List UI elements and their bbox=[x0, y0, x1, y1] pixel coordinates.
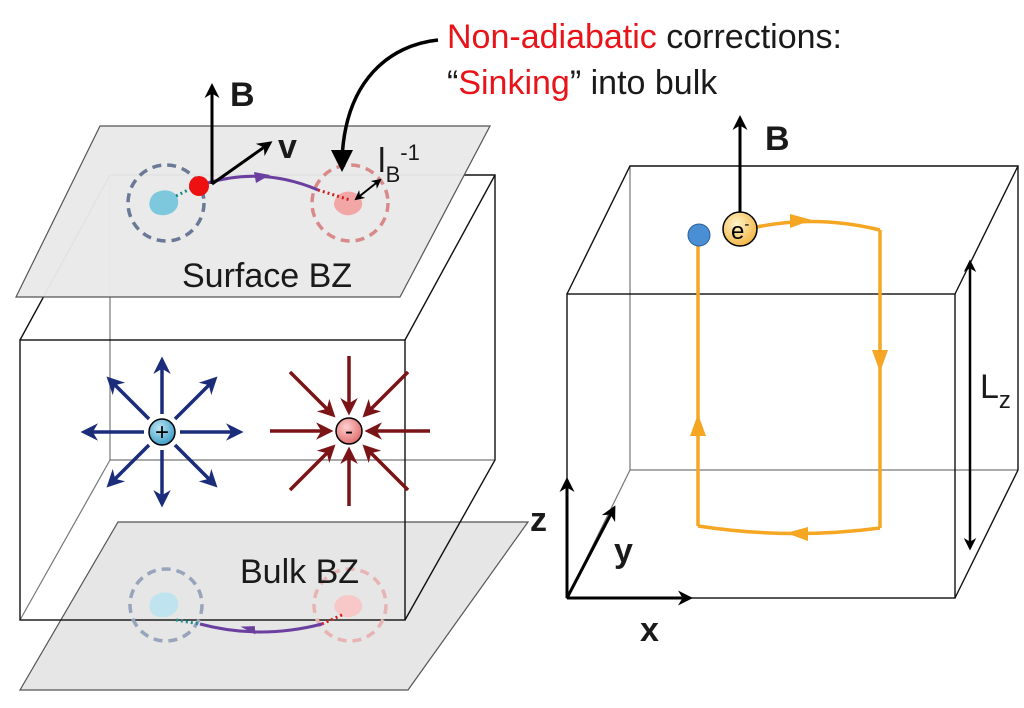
plus-monopole: + bbox=[80, 356, 244, 508]
left-panel: B v lB-1 Surface BZ + bbox=[15, 76, 530, 691]
surface-dotted-link-blue bbox=[175, 184, 197, 198]
plus-field-arrows bbox=[80, 356, 244, 508]
bulk-red-dashed-circle bbox=[312, 567, 388, 643]
surface-v-label: v bbox=[278, 128, 297, 166]
minus-charge-label: - bbox=[345, 418, 353, 445]
blue-dot bbox=[687, 223, 711, 247]
axis-y-line bbox=[565, 505, 616, 599]
bulk-red-blob bbox=[334, 595, 363, 618]
orange-orbit-arrowheads bbox=[690, 214, 888, 541]
bulk-orbit-arrowhead bbox=[240, 626, 256, 635]
minus-charge-circle bbox=[335, 417, 363, 445]
minus-field-arrows bbox=[270, 356, 430, 506]
axes bbox=[559, 477, 693, 606]
axis-z-label: z bbox=[530, 501, 547, 539]
annotation-line-2: “Sinking” into bulk bbox=[447, 64, 718, 102]
electron-label: e- bbox=[731, 216, 749, 245]
axis-x-label: x bbox=[640, 611, 659, 649]
bulk-orbit-arc bbox=[199, 622, 323, 634]
bulk-blue-dashed-circle bbox=[128, 567, 204, 643]
bulk-bz-label: Bulk BZ bbox=[240, 553, 359, 591]
plus-charge-circle bbox=[148, 418, 176, 446]
surface-bz-label: Surface BZ bbox=[182, 257, 352, 295]
right-b-label: B bbox=[765, 120, 790, 158]
annotation-pointer-arrow bbox=[340, 38, 439, 161]
lb-double-arrow bbox=[354, 178, 382, 201]
surface-b-label: B bbox=[230, 76, 255, 114]
surface-orbit-arrowhead bbox=[254, 172, 270, 183]
plus-charge-label: + bbox=[155, 419, 169, 446]
surface-blue-blob bbox=[149, 190, 179, 216]
axis-y-label: y bbox=[614, 532, 633, 570]
surface-red-dot bbox=[189, 176, 209, 196]
annotation-pointer-head bbox=[331, 150, 353, 172]
minus-monopole: - bbox=[270, 356, 430, 506]
bulk-dotted-link-blue bbox=[175, 618, 201, 626]
surface-dotted-link-red bbox=[317, 188, 351, 202]
surface-blue-dashed-circle bbox=[126, 163, 206, 243]
annotation-line-1: Non-adiabatic corrections: bbox=[447, 18, 842, 56]
bulk-blue-blob bbox=[149, 592, 179, 618]
lz-label: Lz bbox=[980, 368, 1011, 414]
annotation: Non-adiabatic corrections: “Sinking” int… bbox=[331, 18, 842, 172]
orange-orbit bbox=[696, 219, 882, 536]
surface-v-arrow bbox=[211, 141, 273, 186]
surface-red-dashed-circle bbox=[310, 163, 390, 243]
bulk-bz-plane bbox=[18, 521, 530, 691]
surface-bz-plane bbox=[15, 125, 491, 298]
lb-label: lB-1 bbox=[378, 140, 420, 187]
right-panel: e- B Lz z y x bbox=[530, 115, 1019, 649]
bulk-dotted-link-red bbox=[321, 612, 345, 626]
